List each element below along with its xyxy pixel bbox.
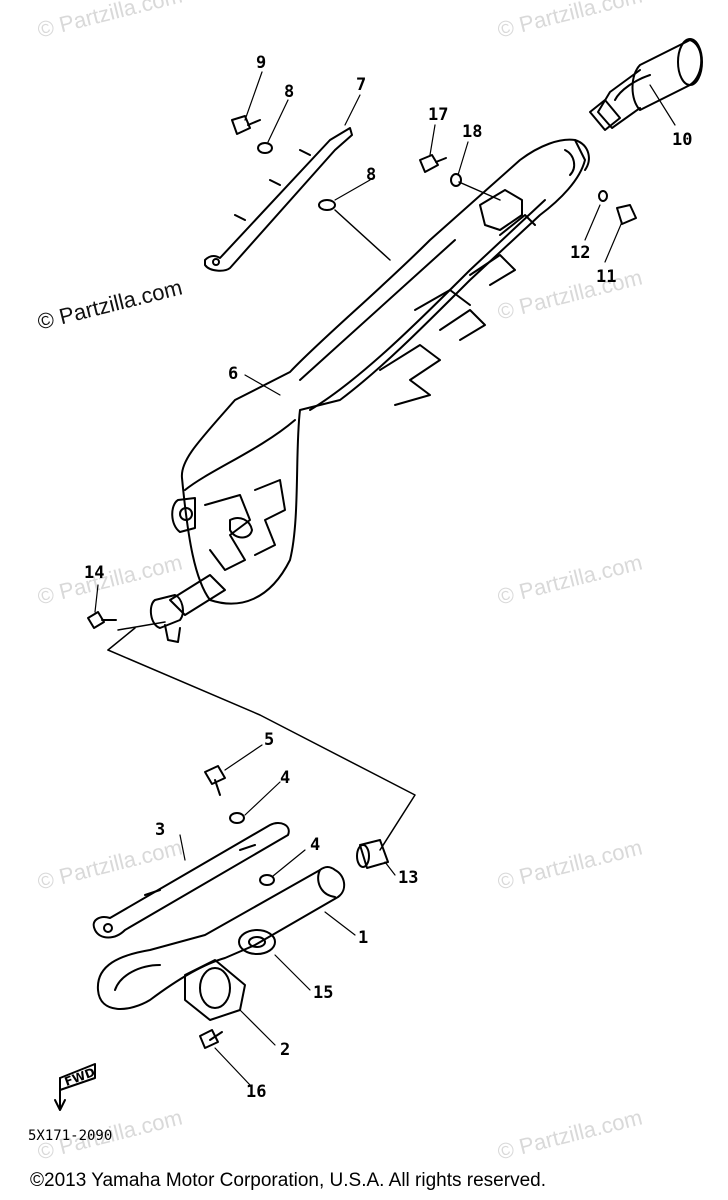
callout-7: 7 bbox=[356, 75, 367, 95]
callout-4: 4 bbox=[280, 768, 291, 788]
heat-guard-lower bbox=[92, 822, 290, 939]
callout-8: 8 bbox=[284, 82, 295, 102]
callout-5: 5 bbox=[264, 730, 275, 750]
assembly-lines bbox=[107, 181, 501, 851]
callout-11: 11 bbox=[596, 267, 617, 287]
washer-4a bbox=[229, 812, 245, 824]
callout-13: 13 bbox=[398, 868, 419, 888]
callout-14: 14 bbox=[84, 563, 105, 583]
callout-3: 3 bbox=[155, 820, 166, 840]
callout-16: 16 bbox=[246, 1082, 267, 1102]
washer-4b bbox=[259, 874, 275, 886]
heat-guard-upper bbox=[204, 127, 353, 272]
callout-2: 2 bbox=[280, 1040, 291, 1060]
bolt-16 bbox=[199, 1029, 223, 1049]
callout-17: 17 bbox=[428, 105, 449, 125]
washer-8a bbox=[257, 142, 273, 154]
callout-12: 12 bbox=[570, 243, 591, 263]
exhaust-pipe bbox=[96, 866, 346, 1021]
silencer bbox=[589, 38, 703, 131]
washer-18 bbox=[450, 173, 462, 187]
bolt-17 bbox=[419, 154, 447, 173]
diagram-code: 5X171-2090 bbox=[28, 1128, 113, 1144]
callout-6: 6 bbox=[228, 364, 239, 384]
washer-8b bbox=[318, 199, 336, 211]
gasket-15 bbox=[238, 929, 276, 955]
muffler-body bbox=[149, 138, 590, 643]
callout-9: 9 bbox=[256, 53, 267, 73]
callout-4: 4 bbox=[310, 835, 321, 855]
callout-18: 18 bbox=[462, 122, 483, 142]
bolt-11 bbox=[616, 204, 637, 225]
callout-10: 10 bbox=[672, 130, 693, 150]
leader-lines bbox=[94, 71, 676, 1086]
callout-8: 8 bbox=[366, 165, 377, 185]
joint-13 bbox=[356, 839, 389, 869]
callout-1: 1 bbox=[358, 928, 369, 948]
washer-12 bbox=[598, 190, 608, 202]
bolt-5 bbox=[204, 765, 226, 796]
bolt-14 bbox=[87, 611, 117, 629]
copyright-notice: ©2013 Yamaha Motor Corporation, U.S.A. A… bbox=[30, 1170, 546, 1191]
bolt-9 bbox=[231, 115, 261, 135]
fwd-arrow bbox=[54, 1063, 96, 1111]
callout-15: 15 bbox=[313, 983, 334, 1003]
